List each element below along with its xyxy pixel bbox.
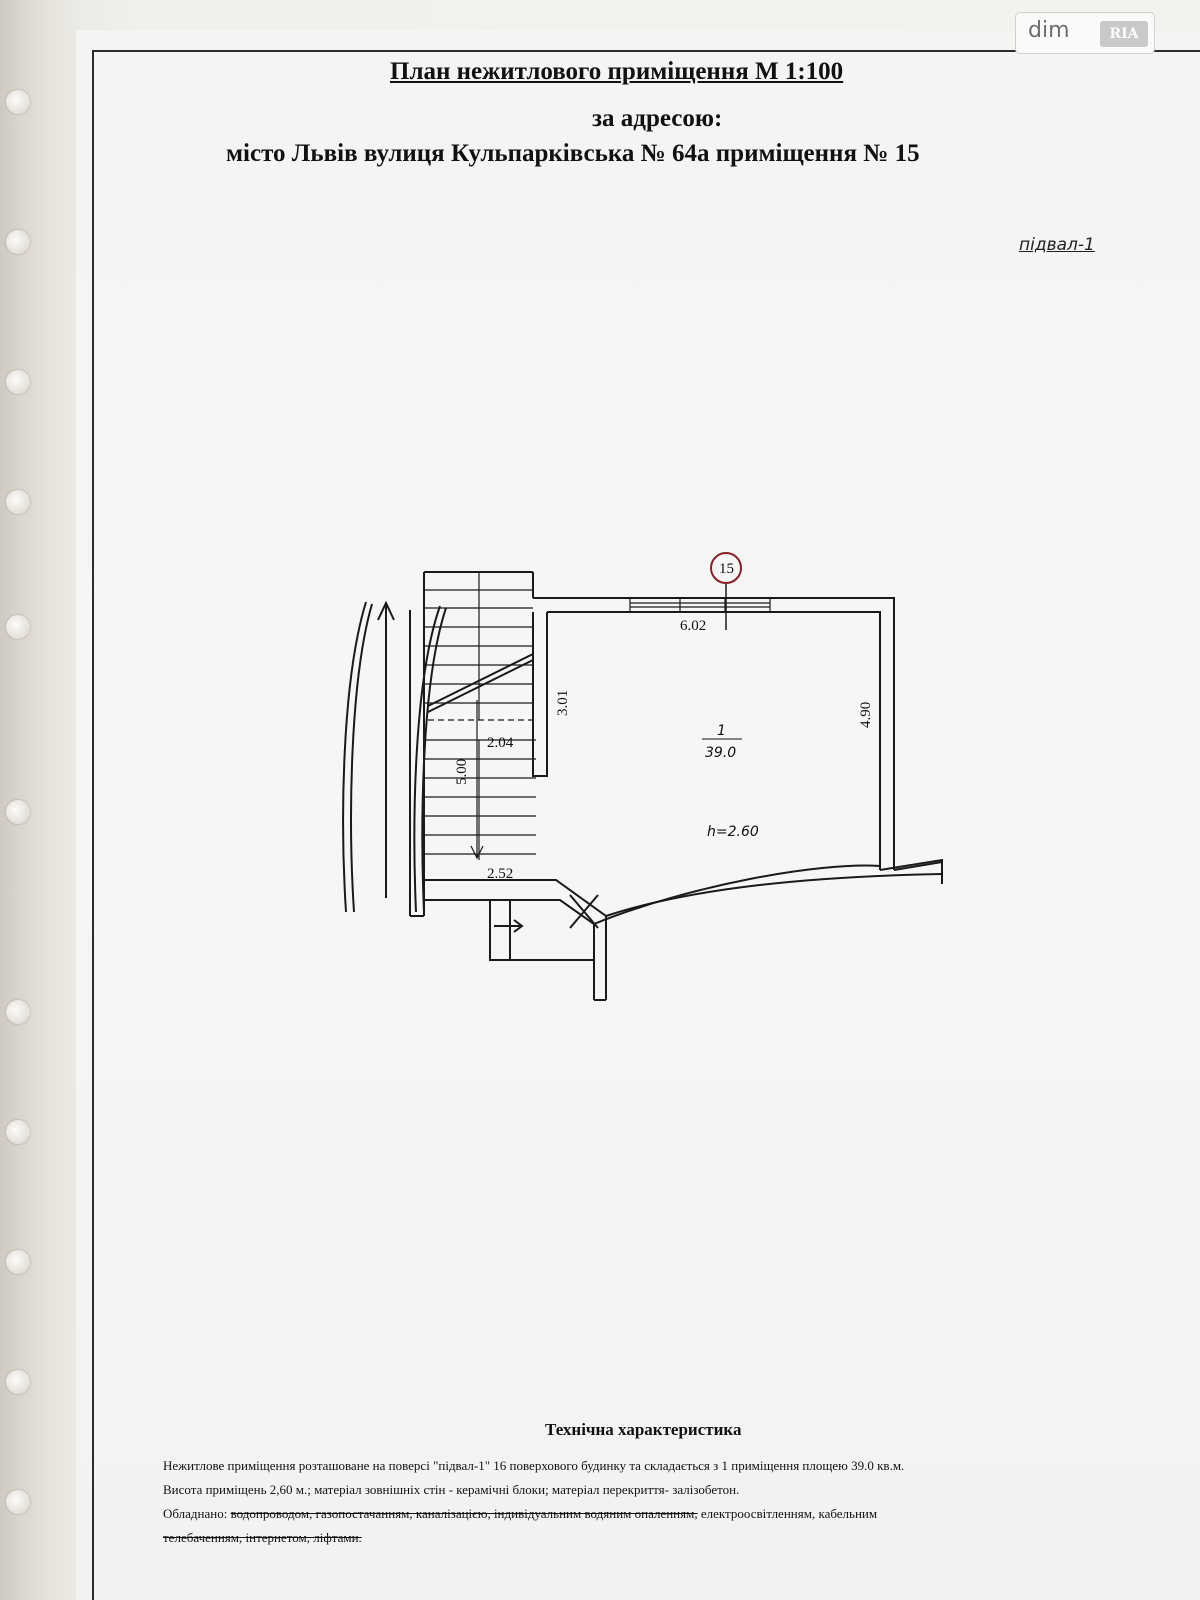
dimension-bottom-width: 2.52 bbox=[487, 866, 513, 882]
plan-wall bbox=[879, 858, 943, 884]
dimension-stair-length: 5.00 bbox=[454, 759, 470, 785]
tech-line-3: Обладнано: водопроводом, газопостачанням… bbox=[163, 1506, 877, 1522]
ramp-curve bbox=[350, 603, 373, 913]
binder-hole bbox=[6, 615, 30, 639]
tech-line-3-prefix: Обладнано: bbox=[163, 1506, 231, 1521]
binder-hole bbox=[6, 1490, 30, 1514]
binder-hole bbox=[6, 800, 30, 824]
binder-hole bbox=[6, 370, 30, 394]
tech-line-2: Висота приміщень 2,60 м.; матеріал зовні… bbox=[163, 1482, 740, 1497]
address-caption: за адресою: bbox=[592, 105, 723, 132]
binder-hole bbox=[6, 1370, 30, 1394]
binder-hole bbox=[6, 490, 30, 514]
plan-wall bbox=[424, 899, 595, 1000]
dimria-logo[interactable]: dim RIA bbox=[1015, 12, 1155, 54]
window-marker bbox=[629, 598, 771, 612]
entrance-arrow-head bbox=[513, 919, 524, 933]
plan-wall bbox=[893, 861, 943, 871]
tech-line-4: телебаченням, інтернетом, ліфтами. bbox=[163, 1530, 362, 1545]
tech-line-1: Нежитлове приміщення розташоване на пове… bbox=[163, 1458, 905, 1473]
binder-hole bbox=[6, 90, 30, 114]
stair-diagonal bbox=[427, 659, 534, 713]
plan-title: План нежитлового приміщення М 1:100 bbox=[390, 58, 844, 85]
plan-wall bbox=[547, 611, 881, 870]
address-line: місто Львів вулиця Кульпарківська № 64а … bbox=[226, 140, 920, 167]
entrance-box bbox=[489, 900, 594, 961]
tech-line-3-struck: водопроводом, газопостачанням, каналізац… bbox=[230, 1506, 698, 1521]
direction-arrow-head bbox=[377, 600, 395, 621]
floor-label: підвал-1 bbox=[1019, 235, 1095, 255]
binder-holes bbox=[0, 0, 40, 1600]
ramp-curve bbox=[421, 607, 447, 913]
binder-hole bbox=[6, 1000, 30, 1024]
curved-wall bbox=[593, 864, 881, 925]
curved-wall bbox=[605, 873, 943, 917]
binder-hole bbox=[6, 1250, 30, 1274]
room-area: 39.0 bbox=[705, 745, 736, 761]
room-height: h=2.60 bbox=[707, 824, 759, 840]
paper-sheet bbox=[76, 30, 1200, 1600]
binder-hole bbox=[6, 1120, 30, 1144]
stair-diagonal bbox=[427, 653, 534, 707]
dimension-inner-wall: 3.01 bbox=[555, 690, 571, 716]
unit-marker-circle bbox=[710, 552, 742, 584]
drawing-frame bbox=[92, 50, 1200, 1600]
stair-treads bbox=[424, 572, 536, 860]
dimension-right-height: 4.90 bbox=[858, 702, 874, 728]
door-hatch bbox=[569, 894, 599, 929]
logo-ria-badge: RIA bbox=[1100, 21, 1148, 47]
tech-heading: Технічна характеристика bbox=[545, 1420, 742, 1439]
plan-wall bbox=[532, 612, 548, 777]
binder-hole bbox=[6, 230, 30, 254]
ramp-curve bbox=[413, 605, 441, 913]
ramp-curve bbox=[342, 601, 367, 913]
stair-dimension-arrow-head bbox=[470, 845, 484, 860]
tech-line-3-plain: електроосвітленням, кабельним bbox=[697, 1506, 878, 1521]
plan-wall bbox=[424, 879, 607, 1000]
dimension-top-width: 6.02 bbox=[680, 618, 706, 634]
dimension-stair-width: 2.04 bbox=[487, 735, 514, 751]
logo-dim-text: dim bbox=[1028, 18, 1070, 43]
room-number: 1 bbox=[717, 723, 726, 739]
unit-marker-number: 15 bbox=[719, 561, 734, 577]
plan-wall bbox=[533, 597, 895, 870]
